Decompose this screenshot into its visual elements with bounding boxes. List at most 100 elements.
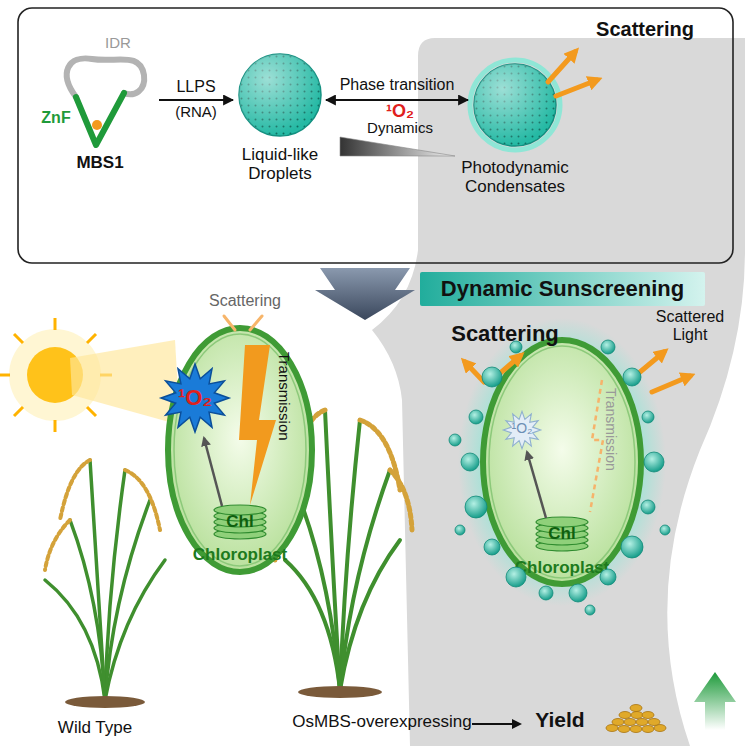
condensate-halo — [470, 60, 560, 150]
grain — [630, 705, 642, 712]
rice-leaf — [105, 500, 150, 700]
grain — [642, 726, 654, 733]
grain — [631, 712, 643, 719]
scatter-arrow — [498, 356, 520, 375]
faint-scatter — [224, 316, 262, 330]
condensate-dot — [455, 525, 465, 535]
node-text: Dynamic Sunscreening — [420, 277, 705, 302]
rice-leaf — [90, 460, 105, 700]
light-beam — [70, 340, 180, 425]
gray-band — [372, 38, 745, 746]
inner-membrane — [489, 346, 635, 578]
sun-ray — [87, 334, 96, 343]
sun-ray — [14, 334, 23, 343]
grain — [648, 719, 660, 726]
droplet-body — [474, 64, 556, 146]
condensate-dot — [469, 410, 483, 424]
grain — [619, 712, 631, 719]
oxygen-burst — [503, 411, 540, 448]
node-text: Chloroplast — [165, 545, 315, 564]
chloroplast-oval: Chloroplast — [480, 337, 644, 587]
condensate-dot — [585, 605, 595, 615]
dynamics-wedge — [340, 137, 455, 156]
energy-arrow — [204, 438, 222, 506]
scatter-arrow — [640, 352, 664, 372]
thylakoid — [214, 505, 266, 515]
condensate-dot — [641, 500, 655, 514]
condensate-dot — [621, 536, 643, 558]
grain — [612, 719, 624, 726]
sun-ray — [0, 374, 10, 377]
chloroplast-envelope — [168, 328, 312, 572]
zinc-ion — [92, 120, 102, 130]
droplet-body — [239, 54, 321, 136]
grain — [642, 712, 654, 719]
energy-arrow — [527, 452, 546, 518]
condensate-dots — [449, 340, 670, 615]
condensate-dot — [569, 584, 587, 602]
protein-drawing — [67, 58, 144, 145]
condensate-dot — [600, 569, 616, 585]
condensate-dot — [510, 341, 522, 353]
node-text: ZnF — [38, 109, 74, 127]
wild-type-rice — [45, 460, 165, 700]
panel-border — [18, 8, 733, 263]
transmission-bolt — [239, 345, 276, 505]
thylakoid — [214, 517, 266, 527]
zinc-finger — [76, 93, 124, 145]
edge-label: Phase transition — [340, 76, 455, 94]
annotation-label: Dynamics — [367, 120, 433, 137]
droplet-highlight — [239, 54, 321, 136]
condensate-circle: Photodynamic Condensates — [473, 63, 557, 147]
thylakoid — [536, 517, 588, 527]
down-arrow — [315, 268, 415, 320]
rice-panicle — [60, 460, 90, 520]
connectors — [159, 100, 468, 101]
chloroplast-oval-outline — [480, 337, 644, 587]
scatter-arrow — [465, 362, 484, 382]
protein-diagram: IDRZnFMBS1 — [40, 35, 155, 175]
rice-panicle — [390, 470, 412, 530]
edge-label: LLPS — [176, 78, 215, 96]
rice-panicle — [125, 470, 160, 530]
grain-pile — [606, 705, 666, 733]
scatter-arrow — [548, 52, 575, 82]
rice-panicle — [45, 520, 70, 570]
annotation-label: Scattering — [209, 292, 281, 310]
condensate-dot — [601, 340, 615, 354]
soil — [298, 686, 382, 698]
condensate-dot — [482, 367, 502, 387]
oxygen-burst — [161, 364, 229, 432]
node-text: MBS1 — [67, 153, 133, 172]
node-text: Chloroplast — [480, 558, 644, 577]
soil — [65, 696, 145, 708]
rice-leaf — [340, 470, 390, 690]
annotation-label: (RNA) — [175, 104, 217, 121]
condensate-dot — [484, 539, 500, 555]
condensate-dot — [623, 368, 641, 386]
grain — [618, 726, 630, 733]
scatter-arrow — [652, 376, 690, 392]
condensate-dot — [539, 586, 553, 600]
thylakoid — [536, 529, 588, 539]
connector-arrow — [326, 99, 468, 101]
annotation-label: Scattered Light — [645, 308, 735, 344]
grain — [630, 726, 642, 733]
droplet-highlight — [474, 64, 556, 146]
banner-fill — [420, 272, 705, 306]
condensate-dot — [449, 434, 461, 446]
grain — [636, 719, 648, 726]
connector-arrow — [159, 99, 233, 101]
node-text: Liquid-like Droplets — [220, 145, 340, 183]
scatter-arrows — [465, 52, 690, 392]
title-banner: Dynamic Sunscreening — [420, 272, 705, 306]
annotation-label: Wild Type — [58, 718, 132, 737]
sun-ray — [54, 318, 57, 330]
thylakoid — [536, 541, 588, 551]
idr-chain — [67, 58, 144, 97]
thylakoid — [536, 535, 588, 545]
rice-panicles — [45, 460, 160, 570]
chloroplast-oval: Chloroplast — [165, 325, 315, 575]
condensate-dot — [642, 411, 654, 423]
